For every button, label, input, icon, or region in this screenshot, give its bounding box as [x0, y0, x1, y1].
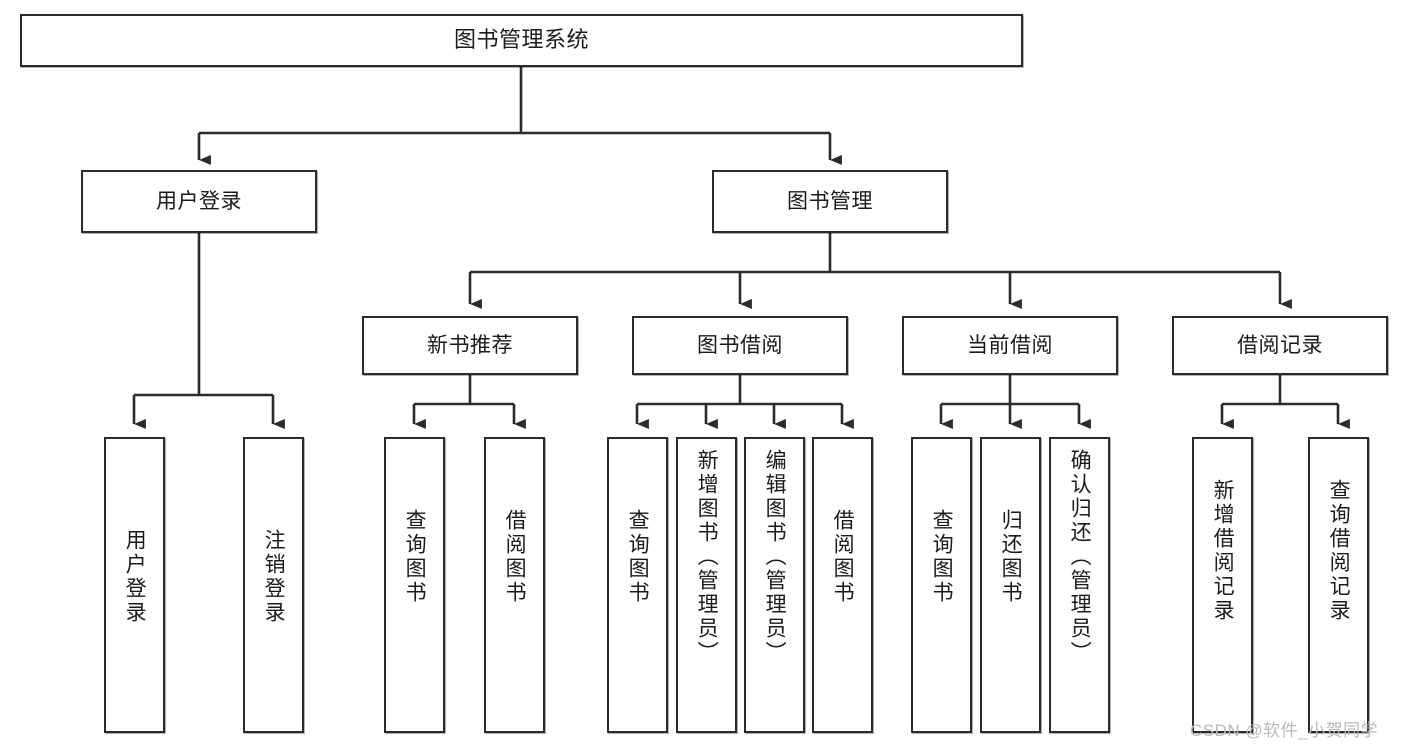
node-label: 借阅图书: [831, 509, 855, 605]
node-label: 用户登录: [156, 189, 242, 213]
node-label: 归还图书: [999, 509, 1023, 605]
node-label: 新增图书（管理员）: [695, 449, 719, 665]
node-label: 图书管理: [787, 189, 873, 213]
node-label: 新增借阅记录: [1211, 479, 1235, 623]
leaf-user-login-logout[interactable]: 注销登录: [243, 437, 304, 733]
node-label: 查询图书: [930, 509, 954, 605]
node-label: 编辑图书（管理员）: [763, 449, 787, 665]
node-label: 查询图书: [403, 509, 427, 605]
node-current-borrow[interactable]: 当前借阅: [902, 316, 1118, 375]
csdn-watermark: CSDN @软件_小贺同学: [1190, 721, 1379, 740]
node-label: 注销登录: [262, 529, 286, 625]
leaf-book-borrow-edit[interactable]: 编辑图书（管理员）: [744, 437, 805, 733]
node-book-borrow[interactable]: 图书借阅: [632, 316, 848, 375]
node-label: 查询借阅记录: [1327, 479, 1351, 623]
leaf-user-login-login[interactable]: 用户登录: [104, 437, 165, 733]
node-new-book-recommend[interactable]: 新书推荐: [362, 316, 578, 375]
leaf-current-borrow-query[interactable]: 查询图书: [911, 437, 972, 733]
leaf-borrow-record-add[interactable]: 新增借阅记录: [1192, 437, 1253, 733]
node-label: 借阅图书: [503, 509, 527, 605]
node-user-login[interactable]: 用户登录: [81, 170, 317, 233]
leaf-new-book-borrow[interactable]: 借阅图书: [484, 437, 545, 733]
node-label: 确认归还（管理员）: [1068, 449, 1092, 665]
leaf-borrow-record-query[interactable]: 查询借阅记录: [1308, 437, 1369, 733]
node-book-management[interactable]: 图书管理: [712, 170, 948, 233]
leaf-new-book-query[interactable]: 查询图书: [384, 437, 445, 733]
leaf-current-borrow-confirm[interactable]: 确认归还（管理员）: [1049, 437, 1110, 733]
leaf-book-borrow-borrow[interactable]: 借阅图书: [812, 437, 873, 733]
node-label: 查询图书: [626, 509, 650, 605]
node-label: 新书推荐: [427, 333, 513, 357]
leaf-current-borrow-return[interactable]: 归还图书: [980, 437, 1041, 733]
leaf-book-borrow-query[interactable]: 查询图书: [607, 437, 668, 733]
node-borrow-record[interactable]: 借阅记录: [1172, 316, 1388, 375]
leaf-book-borrow-add[interactable]: 新增图书（管理员）: [676, 437, 737, 733]
node-label: 图书管理系统: [453, 27, 589, 53]
node-label: 当前借阅: [967, 333, 1053, 357]
node-root-system[interactable]: 图书管理系统: [20, 14, 1023, 67]
node-label: 借阅记录: [1237, 333, 1323, 357]
node-label: 图书借阅: [697, 333, 783, 357]
node-label: 用户登录: [123, 529, 147, 625]
